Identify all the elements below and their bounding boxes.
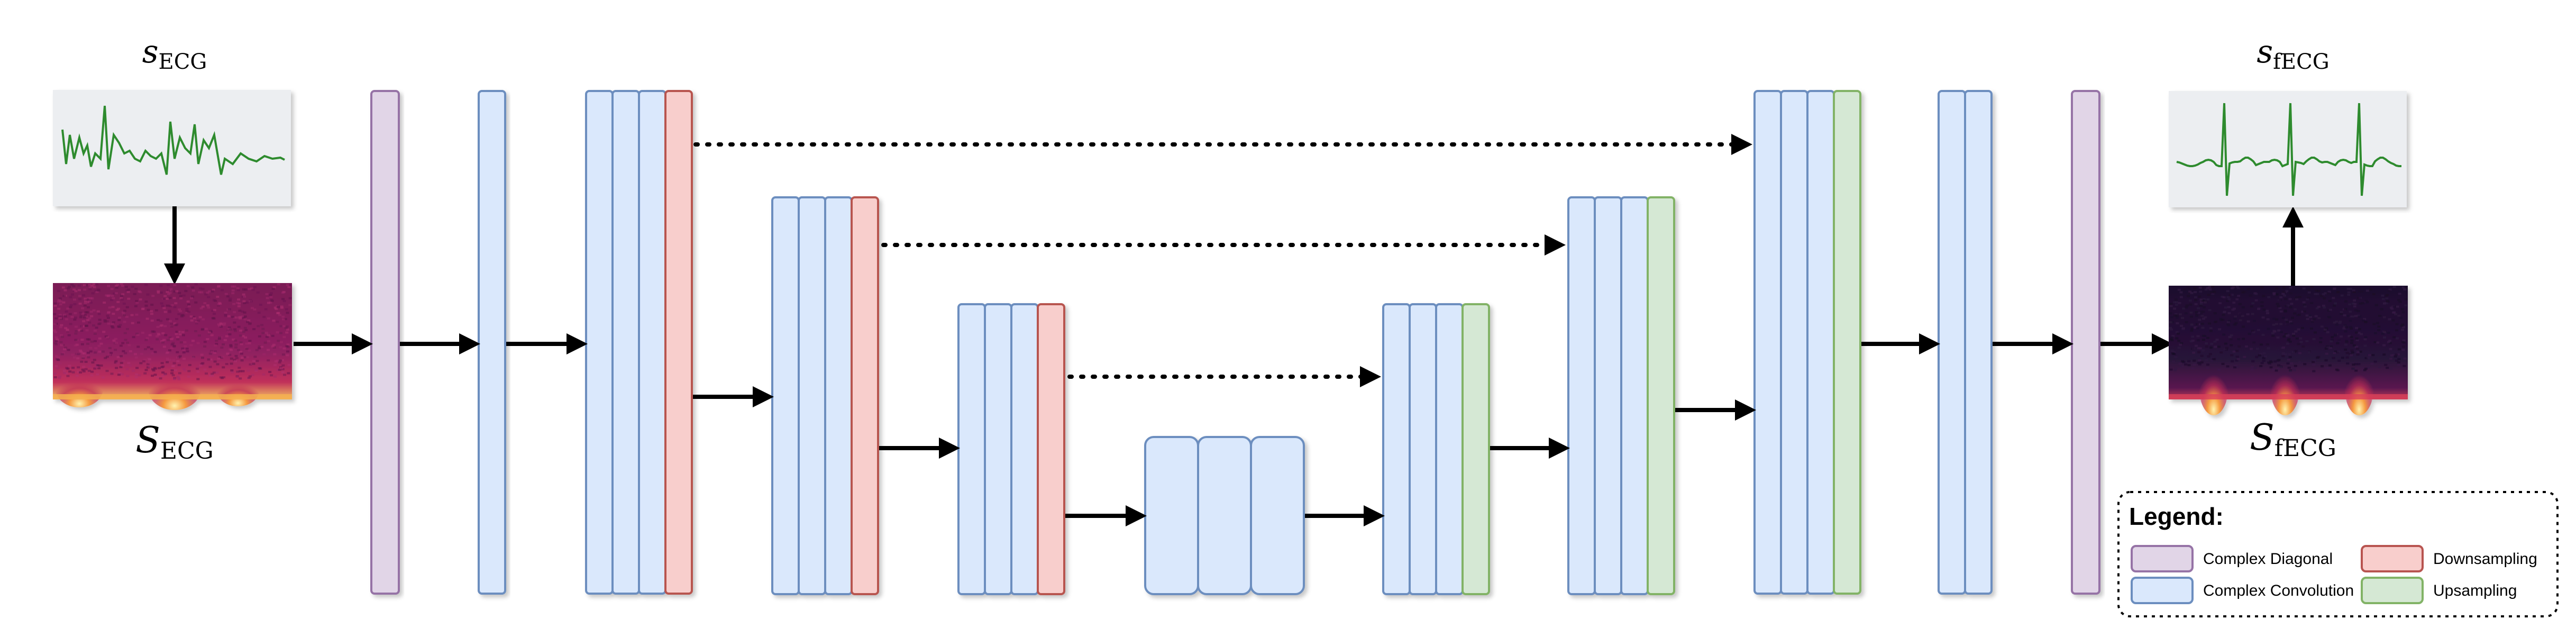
- svg-text:Complex Diagonal: Complex Diagonal: [2203, 550, 2333, 568]
- legend: Legend: Complex Diagonal Downsampling Co…: [2117, 491, 2559, 617]
- skip-connections: [693, 134, 1752, 387]
- legend-item-complex-diagonal: Complex Diagonal: [2131, 545, 2333, 572]
- input-spectrogram-label: SECG: [135, 420, 214, 465]
- decoder-block-2: [1567, 196, 1675, 595]
- encoder-block-3: [957, 303, 1065, 595]
- complex-diagonal-layer-out: [2071, 90, 2100, 595]
- svg-text:Upsampling: Upsampling: [2433, 582, 2517, 599]
- output-fecg-plot: [2169, 91, 2407, 207]
- output-spectrogram-label: SfECG: [2250, 417, 2336, 462]
- legend-item-complex-convolution: Complex Convolution: [2131, 577, 2354, 604]
- legend-title: Legend:: [2129, 503, 2224, 530]
- legend-border: [2117, 491, 2559, 617]
- output-spectrogram: [2169, 286, 2408, 415]
- svg-text:Complex Convolution: Complex Convolution: [2203, 582, 2354, 599]
- encoder-block-2: [771, 196, 879, 595]
- bottleneck-block: [1144, 436, 1305, 595]
- encoder-block-1: [585, 90, 693, 595]
- complex-diagonal-layer-in: [370, 90, 400, 595]
- output-time-signal-label: sfECG: [2257, 33, 2329, 74]
- legend-item-downsampling: Downsampling: [2361, 545, 2537, 572]
- decoder-block-1: [1753, 90, 1861, 595]
- svg-text:Downsampling: Downsampling: [2433, 550, 2537, 568]
- complex-convolution-layer-out: [1938, 90, 1993, 595]
- complex-convolution-layer-in: [478, 90, 506, 595]
- flow-arrows: [294, 206, 2304, 526]
- input-time-signal-label: sECG: [142, 33, 207, 74]
- input-spectrogram: [53, 283, 292, 410]
- decoder-block-3: [1382, 303, 1490, 595]
- legend-item-upsampling: Upsampling: [2361, 577, 2517, 604]
- input-ecg-plot: [53, 90, 291, 206]
